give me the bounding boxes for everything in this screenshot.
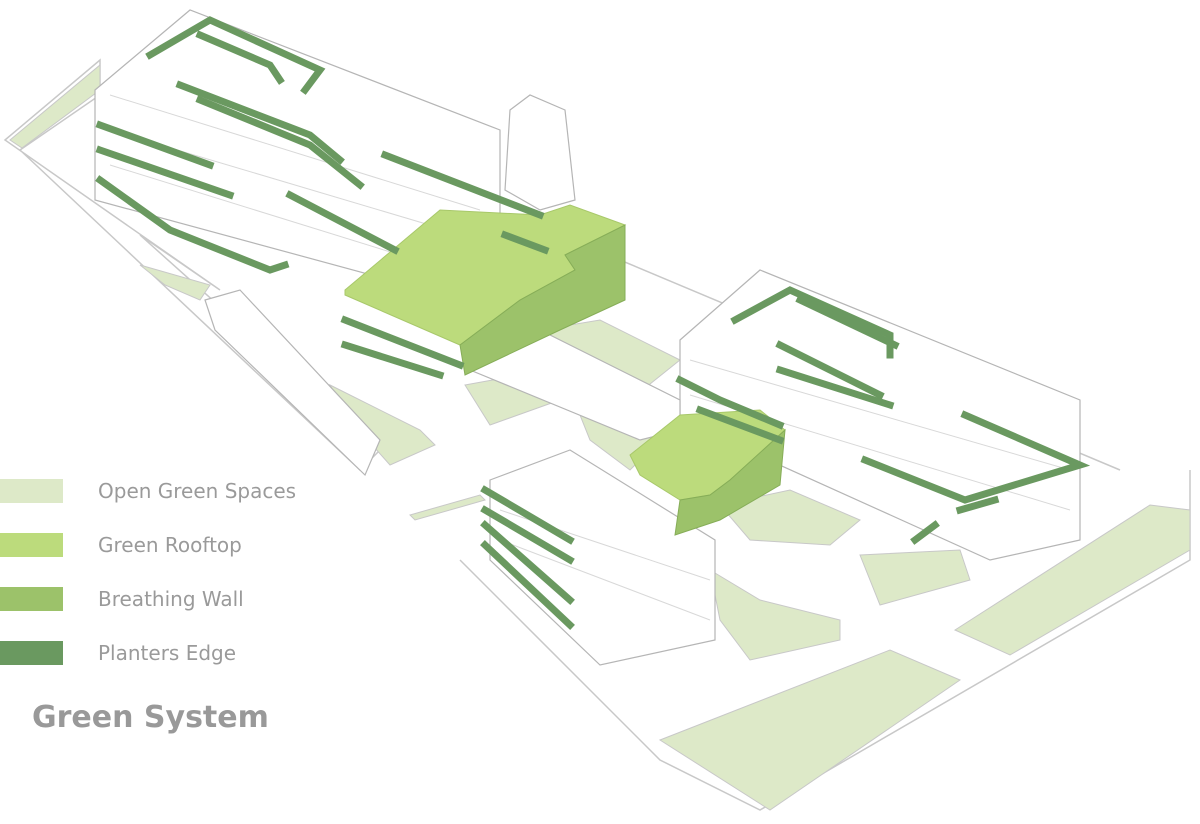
legend-item-breathing-wall: Breathing Wall [0,587,400,611]
legend-label: Breathing Wall [98,587,244,611]
legend-swatch [0,641,63,665]
building-south [489,449,716,666]
legend-swatch [0,587,63,611]
open-green-spaces [9,63,1191,811]
legend-label: Planters Edge [98,641,237,665]
legend-label: Green Rooftop [98,533,242,557]
legend-label: Open Green Spaces [98,479,297,503]
legend-swatch [0,533,63,557]
ramp [204,289,381,477]
legend-item-green-rooftop: Green Rooftop [0,533,400,557]
breathing-walls [459,224,786,536]
diagram-title: Green System [32,700,269,735]
tower [504,94,576,211]
legend-swatch [0,479,63,503]
legend-item-open-green-spaces: Open Green Spaces [0,479,400,503]
planters-edges [95,16,1091,630]
legend-item-planters-edge: Planters Edge [0,641,400,665]
